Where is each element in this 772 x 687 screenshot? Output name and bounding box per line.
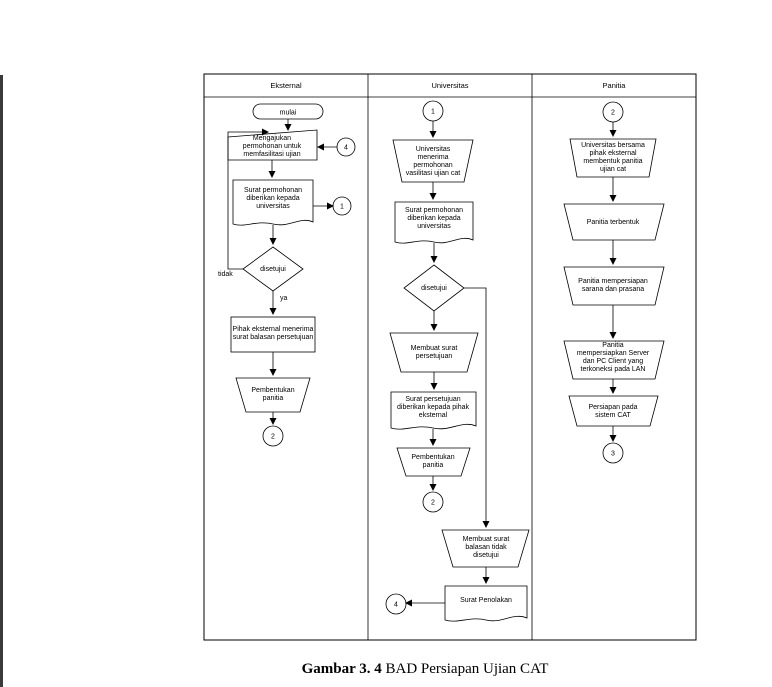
connector-1-out-label: 1 xyxy=(340,204,344,211)
figure-caption: Gambar 3. 4 BAD Persiapan Ujian CAT xyxy=(0,661,772,678)
surat-persetujuan-line-3: eksternal xyxy=(419,412,448,419)
pembentukan-univ-line-1: Pembentukan xyxy=(411,454,454,461)
manual-pembentukan-universitas xyxy=(396,447,471,477)
document-surat-permohonan-universitas xyxy=(394,201,474,244)
persiapan-sarana-line-1: Panitia mempersiapan xyxy=(578,278,648,285)
surat-penolakan-label: Surat Penolakan xyxy=(460,597,512,604)
decision-universitas-label: disetujui xyxy=(421,285,447,292)
connector-4-in-label: 4 xyxy=(344,145,348,152)
manual-panitia-terbentuk xyxy=(563,203,665,241)
terima-permohonan-line-2: menerima xyxy=(417,154,448,161)
connector-1-universitas-label: 1 xyxy=(431,109,435,116)
persiapan-sistem-line-1: Persiapan pada xyxy=(588,404,637,411)
manual-persiapan-sistem xyxy=(568,395,659,427)
terima-balasan-line-2: surat balasan persetujuan xyxy=(233,334,314,341)
left-edge-bar xyxy=(0,75,3,687)
penolakan-line-3: disetujui xyxy=(473,552,499,559)
terima-permohonan-line-1: Universitas xyxy=(416,146,451,153)
pembentukan-eksternal-line-1: Pembentukan xyxy=(251,387,294,394)
persiapan-sarana-line-2: sarana dan prasana xyxy=(582,286,644,293)
manual-bentuk-panitia xyxy=(569,138,657,178)
start-label: mulai xyxy=(280,110,297,117)
persiapan-sistem-line-2: sistem CAT xyxy=(595,412,631,419)
label-ya: ya xyxy=(280,295,288,302)
surat-univ-line-1: Surat permohonan xyxy=(405,207,463,214)
connector-2-universitas-label: 2 xyxy=(431,500,435,507)
surat-persetujuan-line-1: Surat persetujuan xyxy=(405,396,460,403)
document-surat-persetujuan xyxy=(390,391,477,430)
caption-text: BAD Persiapan Ujian CAT xyxy=(381,661,549,677)
connector-2-universitas xyxy=(422,491,444,513)
surat-persetujuan-line-2: diberikan kepada pihak xyxy=(397,404,469,411)
connector-2-panitia-label: 2 xyxy=(611,110,615,117)
connector-2-eksternal xyxy=(262,425,284,447)
connector-4-universitas-label: 4 xyxy=(394,602,398,609)
persiapan-server-line-2: mempersiapkan Server xyxy=(577,350,650,357)
manual-terima-permohonan xyxy=(392,139,474,183)
connector-3-panitia-label: 3 xyxy=(611,451,615,458)
manual-persiapan-sarana xyxy=(563,266,665,306)
surat-permohonan-line-3: universitas xyxy=(256,203,290,210)
label-tidak: tidak xyxy=(218,271,233,278)
pembentukan-univ-line-2: panitia xyxy=(423,462,444,469)
bentuk-panitia-line-2: pihak eksternal xyxy=(589,150,637,157)
ajukan-line-2: permohonan untuk xyxy=(243,143,302,150)
manual-persiapan-server xyxy=(563,340,665,380)
persiapan-server-line-3: dan PC Client yang xyxy=(583,358,643,365)
connector-2-eksternal-label: 2 xyxy=(271,434,275,441)
connector-3-panitia xyxy=(602,442,624,464)
lane-header-universitas: Universitas xyxy=(431,81,468,90)
persiapan-server-line-4: terkoneksi pada LAN xyxy=(581,366,646,373)
swimlane-frame xyxy=(203,73,697,641)
penolakan-line-2: balasan tidak xyxy=(465,544,507,551)
ajukan-line-3: memfasilitasi ujian xyxy=(243,151,300,158)
ajukan-line-1: Mengajukan xyxy=(253,135,291,142)
lane-header-panitia: Panitia xyxy=(603,81,627,90)
panitia-lane: 2 Universitas bersama pihak eksternal me… xyxy=(563,101,665,464)
terima-balasan-line-1: Pihak eksternal menerima xyxy=(233,326,314,333)
document-surat-permohonan xyxy=(232,179,314,226)
membuat-persetujuan-line-1: Membuat surat xyxy=(411,345,458,352)
surat-univ-line-2: diberikan kepada xyxy=(407,215,460,222)
document-surat-penolakan xyxy=(444,585,528,622)
connector-4-universitas xyxy=(385,593,407,615)
caption-label: Gambar 3. 4 xyxy=(301,661,382,677)
persiapan-server-line-1: Panitia xyxy=(602,342,624,349)
universitas-lane: 1 Universitas menerima permohonan vasili… xyxy=(385,100,530,622)
manual-pembentukan-eksternal xyxy=(235,377,311,413)
lane-header-eksternal: Eksternal xyxy=(270,81,302,90)
decision-eksternal-label: disetujui xyxy=(260,266,286,273)
bentuk-panitia-line-3: membentuk panitia xyxy=(583,158,642,165)
terima-permohonan-line-3: permohonan xyxy=(413,162,452,169)
surat-univ-line-3: universitas xyxy=(417,223,451,230)
bentuk-panitia-line-4: ujian cat xyxy=(600,166,626,173)
manual-membuat-surat-persetujuan xyxy=(389,332,479,373)
surat-permohonan-line-1: Surat permohonan xyxy=(244,187,302,194)
panitia-terbentuk-label: Panitia terbentuk xyxy=(587,219,640,226)
connector-1-out xyxy=(332,196,352,216)
penolakan-line-1: Membuat surat xyxy=(463,536,510,543)
terima-permohonan-line-4: vasilitasi ujian cat xyxy=(406,170,461,177)
eksternal-lane: mulai Mengajukan permohonan untuk memfas… xyxy=(218,103,356,447)
manual-membuat-surat-penolakan xyxy=(441,529,530,568)
surat-permohonan-line-2: diberikan kepada xyxy=(246,195,299,202)
membuat-persetujuan-line-2: persetujuan xyxy=(416,353,453,360)
bentuk-panitia-line-1: Universitas bersama xyxy=(581,142,645,149)
pembentukan-eksternal-line-2: panitia xyxy=(263,395,284,402)
